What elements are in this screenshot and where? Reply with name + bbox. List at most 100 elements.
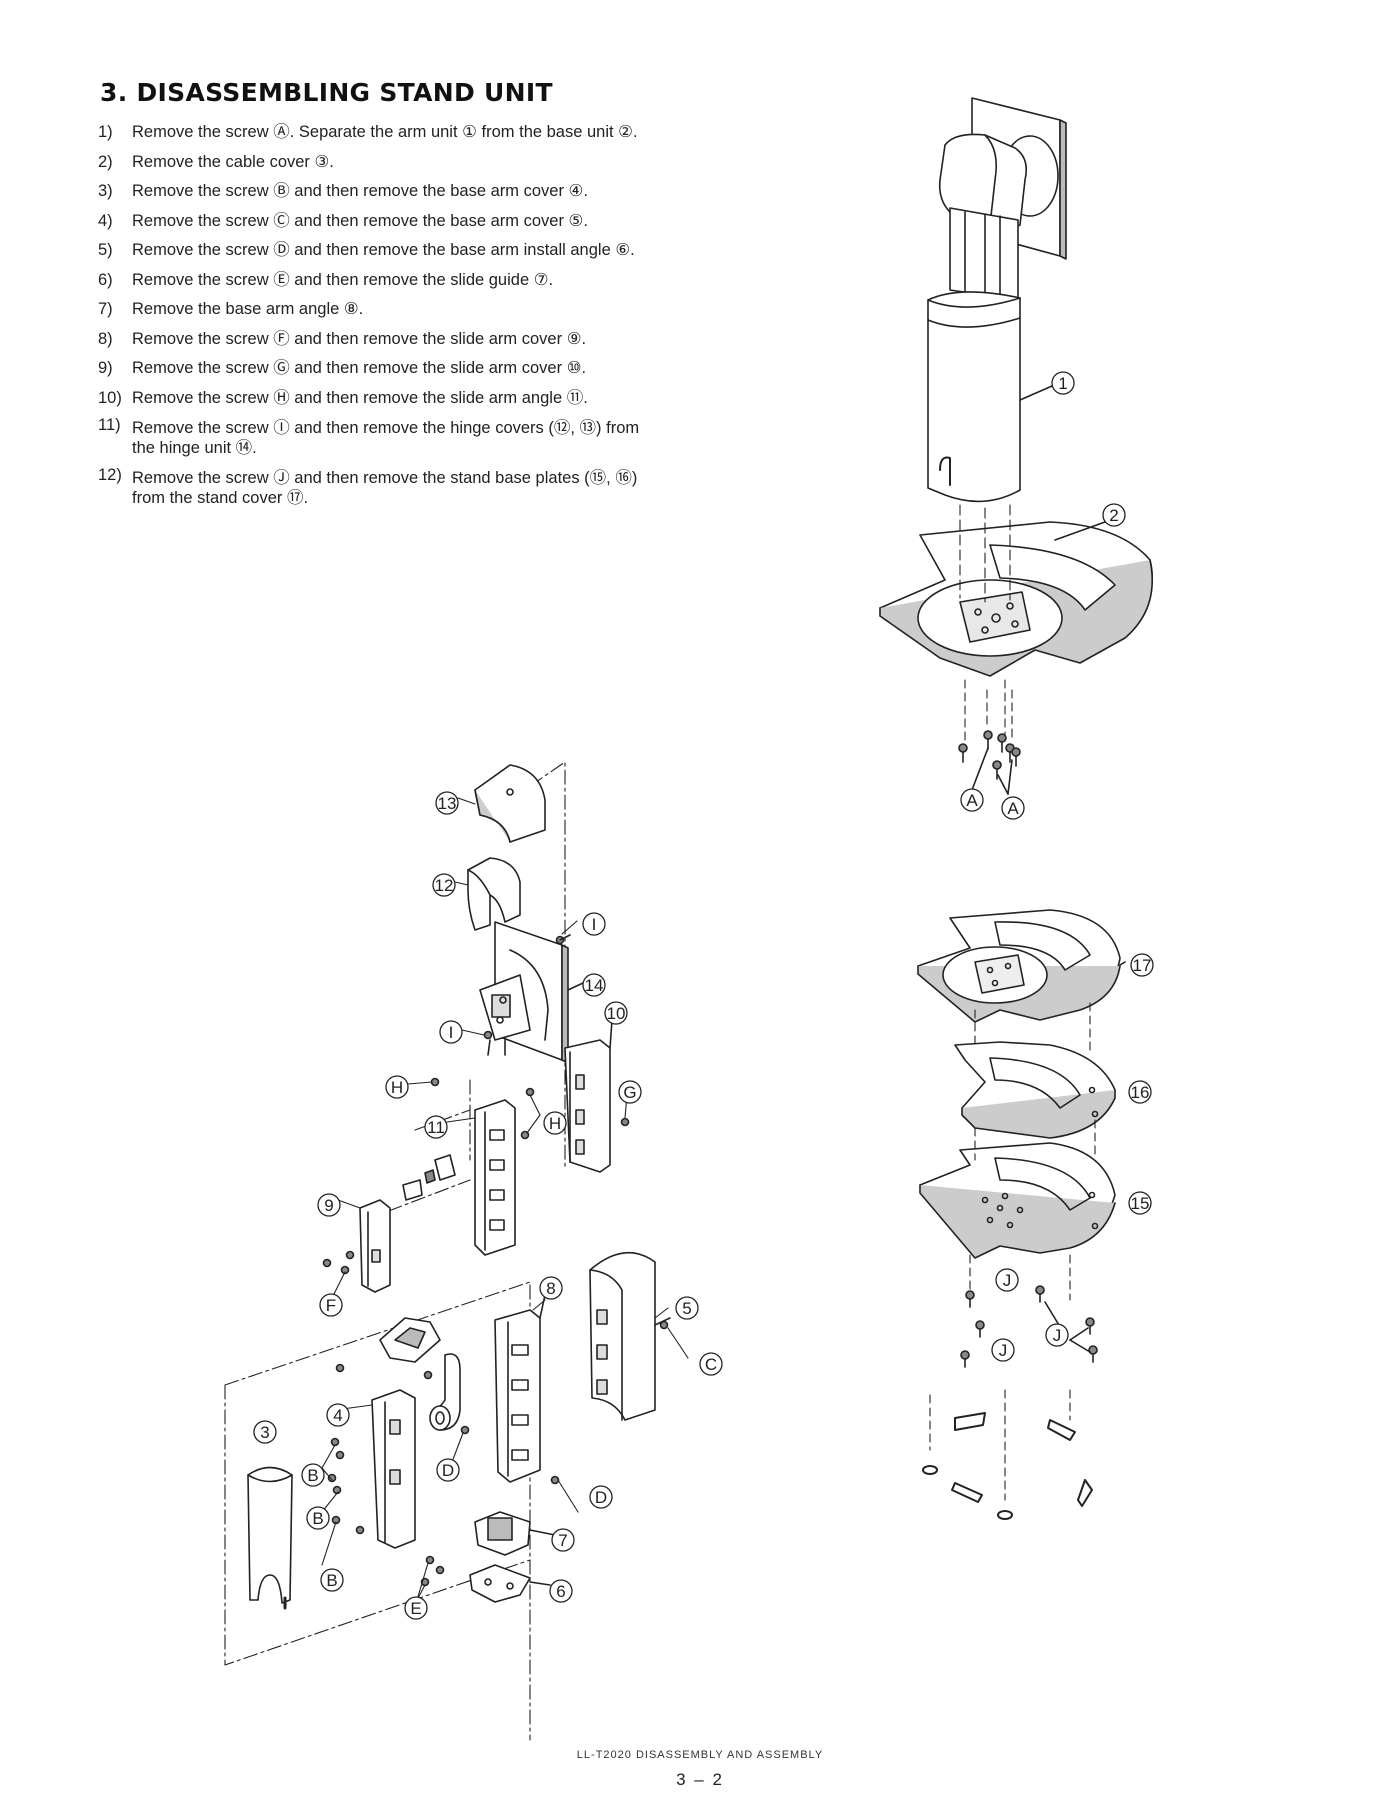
- callout-10: 10: [604, 1001, 628, 1025]
- callout-3: 3: [253, 1420, 277, 1444]
- step-item: 11) Remove the screw Ⓘ and then remove th…: [98, 413, 698, 463]
- svg-text:12: 12: [435, 876, 454, 895]
- step-number: 1): [98, 123, 113, 141]
- stand-cover: [917, 909, 1126, 1023]
- svg-text:15: 15: [1131, 1194, 1150, 1213]
- callout-11: 11: [424, 1115, 448, 1139]
- rubber-feet: [922, 1412, 1093, 1520]
- step-item: 4)Remove the screw Ⓒ and then remove the…: [98, 207, 698, 237]
- svg-text:3: 3: [260, 1423, 269, 1442]
- screw-icon: [992, 760, 1002, 780]
- step-number: 7): [98, 300, 113, 318]
- step-number: 10): [98, 388, 122, 407]
- callout-D-right: D: [589, 1485, 613, 1509]
- screw-icon: [435, 1565, 445, 1575]
- screw-icon: [335, 1363, 345, 1373]
- callout-8: 8: [539, 1276, 563, 1300]
- svg-text:A: A: [1007, 799, 1019, 818]
- alignment-lines-plates: [929, 1002, 1096, 1501]
- callout-9: 9: [317, 1193, 341, 1217]
- callout-I-bottom: I: [439, 1020, 463, 1044]
- step-text: Remove the screw Ⓕ and then remove the s…: [132, 329, 587, 348]
- svg-text:A: A: [966, 791, 978, 810]
- callout-B-3: B: [320, 1568, 344, 1592]
- screw-icon: [340, 1265, 350, 1275]
- svg-text:7: 7: [558, 1531, 567, 1550]
- step-number: 5): [98, 241, 113, 259]
- svg-text:6: 6: [556, 1582, 565, 1601]
- callout-2: 2: [1102, 503, 1126, 527]
- step-item: 6)Remove the screw Ⓔ and then remove the…: [98, 266, 698, 296]
- callout-G: G: [618, 1080, 642, 1104]
- svg-text:D: D: [595, 1488, 607, 1507]
- svg-text:5: 5: [682, 1299, 691, 1318]
- step-list: 1)Remove the screw Ⓐ. Separate the arm u…: [98, 118, 698, 513]
- slide-arm-cover-9: [359, 1199, 391, 1293]
- screw-icon: [997, 733, 1007, 753]
- svg-text:1: 1: [1058, 374, 1067, 393]
- screw-icon: [330, 1437, 340, 1447]
- hinge-cover-13: [474, 764, 546, 843]
- svg-text:13: 13: [438, 794, 457, 813]
- callout-14: 14: [582, 973, 606, 997]
- step-number: 4): [98, 211, 113, 230]
- base-unit: [879, 521, 1153, 677]
- callout-I-top: I: [582, 912, 606, 936]
- screw-icon: [983, 730, 993, 750]
- svg-text:I: I: [449, 1023, 454, 1042]
- screw-icon: [460, 1425, 470, 1435]
- step-item: 9)Remove the screw Ⓖ and then remove the…: [98, 354, 698, 384]
- callout-7: 7: [551, 1528, 575, 1552]
- callout-C: C: [699, 1352, 723, 1376]
- callout-4: 4: [326, 1403, 350, 1427]
- svg-text:8: 8: [546, 1279, 555, 1298]
- step-number: 12): [98, 466, 122, 484]
- screw-icon: [322, 1258, 332, 1268]
- page-footer: LL-T2020 DISASSEMBLY AND ASSEMBLY: [576, 1749, 824, 1761]
- svg-text:F: F: [326, 1296, 336, 1315]
- screw-icon: [1085, 1317, 1095, 1335]
- svg-text:4: 4: [333, 1406, 342, 1425]
- install-angle-6: [469, 1564, 551, 1603]
- step-text: Remove the screw Ⓙ and then remove the s…: [132, 469, 638, 487]
- callout-12: 12: [432, 873, 456, 897]
- callout-H-right: H: [543, 1111, 567, 1135]
- screw-icon: [1035, 1285, 1045, 1303]
- screw-icon: [355, 1525, 365, 1535]
- step-text: Remove the screw Ⓘ and then remove the h…: [132, 419, 640, 437]
- callout-E: E: [404, 1596, 428, 1620]
- small-bracket: [402, 1154, 456, 1201]
- svg-text:H: H: [549, 1114, 561, 1133]
- screw-icon: [620, 1117, 630, 1127]
- step-text: Remove the base arm angle ⑧.: [132, 300, 364, 318]
- step-text: Remove the screw Ⓓ and then remove the b…: [132, 241, 635, 259]
- callout-J-3: J: [991, 1338, 1015, 1362]
- page-number: 3 – 2: [676, 1770, 724, 1789]
- screw-icon: [958, 743, 968, 763]
- cable-clip: [429, 1353, 461, 1431]
- stand-base-plate-16: [954, 1041, 1116, 1139]
- svg-text:E: E: [410, 1599, 421, 1618]
- hinge-cover-12: [467, 857, 521, 931]
- callout-J-1: J: [995, 1268, 1019, 1292]
- callout-B-2: B: [306, 1506, 330, 1530]
- svg-text:17: 17: [1133, 956, 1152, 975]
- slide-guide-7: [474, 1511, 556, 1556]
- base-arm-angle-8: [494, 1294, 546, 1483]
- slide-arm-angle-11: [474, 1099, 516, 1256]
- step-number: 11): [98, 416, 121, 434]
- svg-text:14: 14: [585, 976, 604, 995]
- screw-icon: [423, 1370, 433, 1380]
- svg-text:I: I: [592, 915, 597, 934]
- callout-H-left: H: [385, 1075, 409, 1099]
- step-number: 2): [98, 152, 113, 171]
- callout-A-left: A: [960, 788, 984, 812]
- screw-icon: [555, 934, 571, 945]
- svg-text:J: J: [999, 1341, 1008, 1360]
- callout-15: 15: [1128, 1191, 1152, 1215]
- step-item: 1)Remove the screw Ⓐ. Separate the arm u…: [98, 118, 698, 148]
- screw-icon: [960, 1350, 970, 1368]
- callout-B-1: B: [301, 1463, 325, 1487]
- step-number: 3): [98, 182, 113, 200]
